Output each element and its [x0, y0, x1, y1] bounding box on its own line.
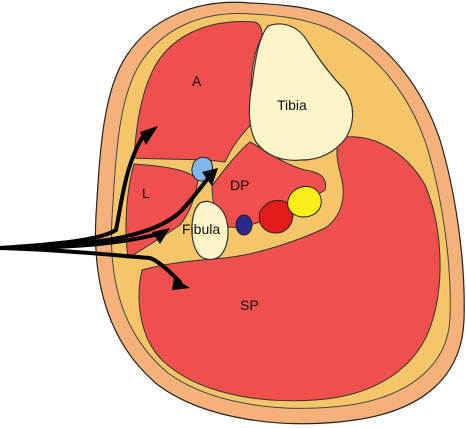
arrowheads [140, 126, 218, 290]
arrowhead-anterior [140, 126, 158, 145]
arrowhead-lateral [152, 228, 170, 244]
superficial-posterior-compartment [138, 136, 441, 402]
artery-red [258, 199, 294, 234]
arrowhead-deep-posterior [202, 168, 218, 186]
needle-arrows [0, 130, 212, 284]
arrow-to-superficial-posterior [0, 246, 182, 284]
vein-navy [235, 214, 253, 236]
vessel-yellow [287, 185, 322, 218]
label-superficial-posterior: SP [240, 297, 259, 313]
tibia-bone [248, 23, 354, 161]
label-fibula: Fibula [182, 221, 220, 237]
label-deep-posterior: DP [230, 177, 249, 193]
arrowhead-superficial-posterior [172, 278, 190, 290]
label-tibia: Tibia [277, 97, 307, 113]
lateral-compartment [125, 163, 199, 259]
fibula-bone [191, 200, 229, 260]
label-lateral: L [142, 185, 150, 201]
label-anterior: A [192, 73, 202, 89]
